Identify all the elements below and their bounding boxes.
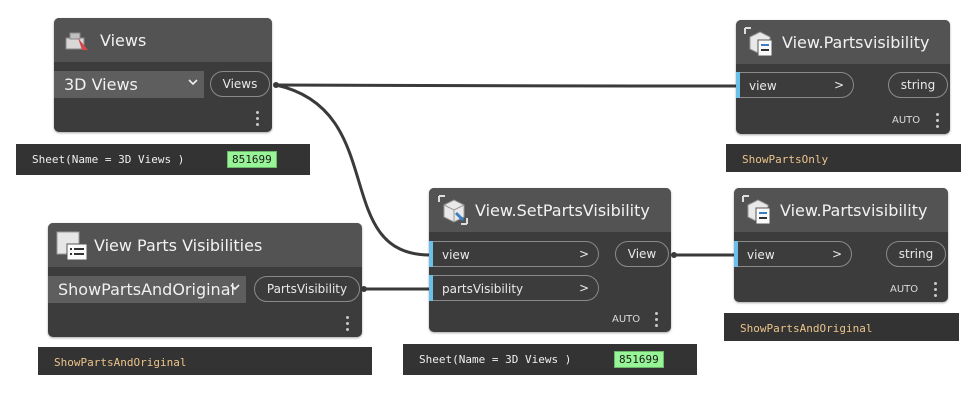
views-node[interactable]: Views 3D Views Views [54, 18, 272, 132]
chevron-down-icon [188, 79, 198, 86]
set-parts-visibility-node[interactable]: View.SetPartsVisibility view > partsVisi… [429, 188, 671, 332]
views-preview: Sheet(Name = 3D Views ) 851699 [16, 144, 310, 175]
wire-views-to-partsvisibility-top[interactable] [275, 83, 737, 88]
lacing-label[interactable]: AUTO [612, 314, 641, 325]
view-parts-visibilities-node[interactable]: View Parts Visibilities ShowPartsAndOrig… [48, 223, 362, 337]
preview-text: ShowPartsAndOriginal [740, 322, 873, 335]
set-parts-visibility-preview: Sheet(Name = 3D Views ) 851699 [403, 344, 697, 375]
view-parts-visibilities-preview: ShowPartsAndOriginal [38, 347, 372, 375]
chevron-down-icon [230, 284, 240, 291]
port-arrow: > [833, 78, 844, 92]
output-port-partsvisibility[interactable]: PartsVisibility [254, 276, 360, 302]
views-icon [64, 30, 90, 56]
parts-visibility-node-top[interactable]: View.Partsvisibility view > string AUTO [736, 20, 950, 134]
parts-visibility-node-bottom[interactable]: View.Partsvisibility view > string AUTO [734, 188, 948, 302]
parts-visibility-header[interactable]: View.Partsvisibility [734, 188, 948, 232]
node-menu-icon[interactable] [936, 113, 939, 131]
parts-visibility-dropdown[interactable]: ShowPartsAndOriginal [48, 276, 246, 303]
node-menu-icon[interactable] [346, 316, 349, 334]
port-arrow: > [578, 281, 589, 295]
input-port-view[interactable]: view > [734, 241, 852, 267]
lacing-label[interactable]: AUTO [890, 284, 919, 295]
output-port-view[interactable]: View [615, 241, 669, 267]
enum-list-icon [55, 230, 89, 266]
port-label: view [747, 248, 775, 262]
port-label: partsVisibility [442, 282, 524, 296]
preview-text: ShowPartsAndOriginal [54, 356, 187, 369]
node-title: View.Partsvisibility [782, 33, 930, 52]
cube-wrench-icon [436, 193, 470, 231]
wire-views-to-setpartsvisibility[interactable] [275, 83, 431, 257]
preview-id-badge: 851699 [227, 151, 277, 168]
node-menu-icon[interactable] [934, 282, 937, 300]
input-port-partsvisibility[interactable]: partsVisibility > [429, 275, 599, 301]
dropdown-value: ShowPartsAndOriginal [58, 280, 235, 299]
preview-text: Sheet(Name = 3D Views ) [419, 353, 572, 366]
input-port-view[interactable]: view > [429, 241, 599, 267]
port-arrow: > [578, 247, 589, 261]
views-node-header[interactable]: Views [54, 18, 272, 62]
set-parts-visibility-header[interactable]: View.SetPartsVisibility [429, 188, 671, 232]
parts-visibility-top-preview: ShowPartsOnly [726, 144, 961, 172]
output-port-string[interactable]: string [886, 241, 946, 267]
lacing-label[interactable]: AUTO [892, 115, 921, 126]
view-parts-visibilities-header[interactable]: View Parts Visibilities [48, 223, 362, 267]
parts-visibility-header[interactable]: View.Partsvisibility [736, 20, 950, 64]
node-title: View.SetPartsVisibility [475, 201, 650, 220]
cube-query-icon [740, 193, 774, 231]
node-title: View Parts Visibilities [94, 236, 263, 255]
views-dropdown[interactable]: 3D Views [54, 71, 204, 98]
cube-query-icon [742, 25, 776, 63]
node-menu-icon[interactable] [655, 312, 658, 330]
output-port-views[interactable]: Views [210, 71, 270, 97]
input-port-view[interactable]: view > [736, 72, 854, 98]
port-label: view [749, 79, 777, 93]
port-label: view [442, 248, 470, 262]
node-menu-icon[interactable] [256, 111, 259, 129]
port-arrow: > [831, 247, 842, 261]
parts-visibility-bottom-preview: ShowPartsAndOriginal [724, 313, 959, 341]
preview-id-badge: 851699 [614, 351, 664, 368]
output-port-string[interactable]: string [888, 72, 948, 98]
dropdown-value: 3D Views [64, 75, 138, 94]
node-title: View.Partsvisibility [780, 201, 928, 220]
node-title: Views [100, 31, 147, 50]
preview-text: Sheet(Name = 3D Views ) [32, 153, 185, 166]
preview-text: ShowPartsOnly [742, 153, 829, 166]
